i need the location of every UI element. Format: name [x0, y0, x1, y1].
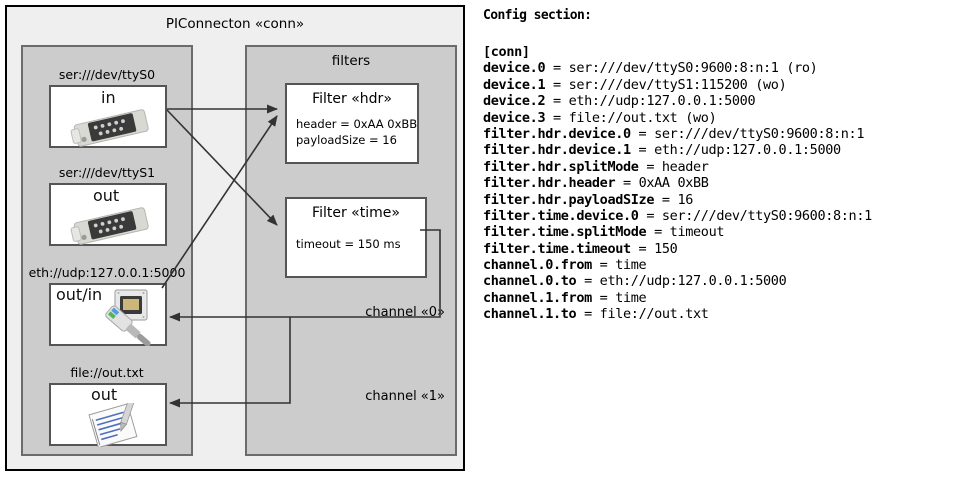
config-value: = ser:///dev/ttyS1:115200 (wo)	[545, 76, 787, 93]
device-tag-out-file: out	[91, 385, 118, 404]
text-file-icon	[88, 403, 138, 447]
config-value: = 150	[630, 240, 678, 257]
config-key: filter.time.timeout	[483, 240, 631, 257]
config-value: = ser:///dev/ttyS0:9600:8:n:1 (ro)	[545, 60, 818, 77]
config-value: = eth://udp:127.0.0.1:5000	[576, 273, 787, 290]
filters-panel: filters Filter «hdr» header = 0xAA 0xBB …	[245, 45, 457, 456]
device-box-eth-udp[interactable]: out/in	[49, 283, 167, 346]
config-key: filter.time.splitMode	[483, 224, 647, 241]
config-key: channel.0.from	[483, 257, 592, 274]
config-line: device.2 = eth://udp:127.0.0.1:5000	[483, 93, 872, 109]
config-key: device.3	[483, 109, 546, 126]
config-value: = time	[591, 257, 647, 274]
config-line: filter.hdr.device.1 = eth://udp:127.0.0.…	[483, 142, 872, 158]
architecture-diagram: PIConnecton «conn» ser:///dev/ttyS0 in	[0, 0, 478, 484]
diagram-title: PIConnecton «conn»	[165, 16, 305, 32]
config-value: = ser:///dev/ttyS0:9600:8:n:1	[638, 207, 872, 224]
config-text-block: [conn]device.0 = ser:///dev/ttyS0:9600:8…	[483, 44, 872, 323]
config-key: filter.hdr.header	[483, 175, 616, 192]
config-key: channel.1.to	[483, 306, 577, 323]
device-label-file-out: file://out.txt	[70, 365, 144, 380]
config-key: channel.0.to	[483, 273, 577, 290]
filters-panel-title: filters	[331, 53, 371, 69]
config-key: filter.hdr.payloadSIze	[483, 191, 655, 208]
devices-panel: ser:///dev/ttyS0 in	[21, 45, 193, 456]
config-value: = 16	[654, 191, 693, 208]
filter-hdr-title: Filter «hdr»	[312, 91, 392, 107]
config-key: filter.hdr.device.0	[483, 125, 631, 142]
config-key: filter.hdr.device.1	[483, 142, 631, 159]
config-key: device.2	[483, 93, 546, 110]
config-line: filter.time.device.0 = ser:///dev/ttyS0:…	[483, 208, 872, 224]
device-tag-in: in	[101, 88, 116, 107]
device-box-ser-ttys0[interactable]: in	[49, 85, 167, 148]
config-key: device.1	[483, 76, 546, 93]
config-section: Config section: [conn]device.0 = ser:///…	[478, 0, 964, 484]
config-key: device.0	[483, 60, 546, 77]
filter-box-time[interactable]: Filter «time» timeout = 150 ms	[285, 197, 427, 278]
config-line: filter.time.splitMode = timeout	[483, 224, 872, 240]
channel-1-label: channel «1»	[365, 389, 445, 404]
device-label-ser-ttys1: ser:///dev/ttyS1	[58, 165, 156, 180]
config-line: [conn]	[483, 44, 872, 60]
config-value: = eth://udp:127.0.0.1:5000	[545, 93, 756, 110]
filter-box-hdr[interactable]: Filter «hdr» header = 0xAA 0xBB payloadS…	[285, 83, 419, 164]
config-key: [conn]	[483, 44, 530, 60]
config-key: filter.hdr.splitMode	[483, 158, 639, 175]
filter-time-title: Filter «time»	[312, 205, 400, 221]
config-value: = file://out.txt (wo)	[545, 109, 717, 126]
connector-frame: PIConnecton «conn» ser:///dev/ttyS0 in	[5, 5, 465, 471]
config-line: filter.hdr.payloadSIze = 16	[483, 192, 872, 208]
config-line: device.0 = ser:///dev/ttyS0:9600:8:n:1 (…	[483, 60, 872, 76]
config-key: channel.1.from	[483, 289, 592, 306]
config-line: filter.hdr.splitMode = header	[483, 159, 872, 175]
config-value: = timeout	[646, 224, 725, 241]
config-value: = file://out.txt	[576, 306, 709, 323]
config-line: channel.0.to = eth://udp:127.0.0.1:5000	[483, 273, 872, 289]
device-tag-out-in: out/in	[56, 285, 103, 304]
filter-time-prop-timeout: timeout = 150 ms	[296, 237, 401, 251]
device-box-file-out[interactable]: out	[49, 383, 167, 447]
config-value: = time	[591, 289, 647, 306]
serial-port-icon	[70, 207, 149, 245]
config-heading: Config section:	[483, 8, 592, 23]
channel-0-label: channel «0»	[365, 305, 445, 320]
config-line: channel.1.from = time	[483, 290, 872, 306]
filter-hdr-prop-payload: payloadSize = 16	[296, 133, 397, 147]
config-line: device.3 = file://out.txt (wo)	[483, 110, 872, 126]
config-line: filter.hdr.header = 0xAA 0xBB	[483, 175, 872, 191]
device-label-ser-ttys0: ser:///dev/ttyS0	[58, 67, 156, 82]
config-line: filter.hdr.device.0 = ser:///dev/ttyS0:9…	[483, 126, 872, 142]
config-value: = 0xAA 0xBB	[615, 175, 709, 192]
config-value: = header	[638, 158, 709, 175]
config-value: = ser:///dev/ttyS0:9600:8:n:1	[630, 125, 865, 142]
config-value: = eth://udp:127.0.0.1:5000	[630, 142, 842, 159]
device-label-eth-udp: eth://udp:127.0.0.1:5000	[28, 265, 186, 280]
config-line: channel.0.from = time	[483, 257, 872, 273]
device-box-ser-ttys1[interactable]: out	[49, 183, 167, 246]
filter-hdr-prop-header: header = 0xAA 0xBB	[296, 117, 418, 131]
device-tag-out: out	[93, 186, 120, 205]
config-key: filter.time.device.0	[483, 207, 639, 224]
config-line: device.1 = ser:///dev/ttyS1:115200 (wo)	[483, 77, 872, 93]
config-line: channel.1.to = file://out.txt	[483, 306, 872, 322]
config-line: filter.time.timeout = 150	[483, 241, 872, 257]
ethernet-plug-icon	[105, 289, 151, 346]
serial-port-icon	[70, 109, 149, 147]
